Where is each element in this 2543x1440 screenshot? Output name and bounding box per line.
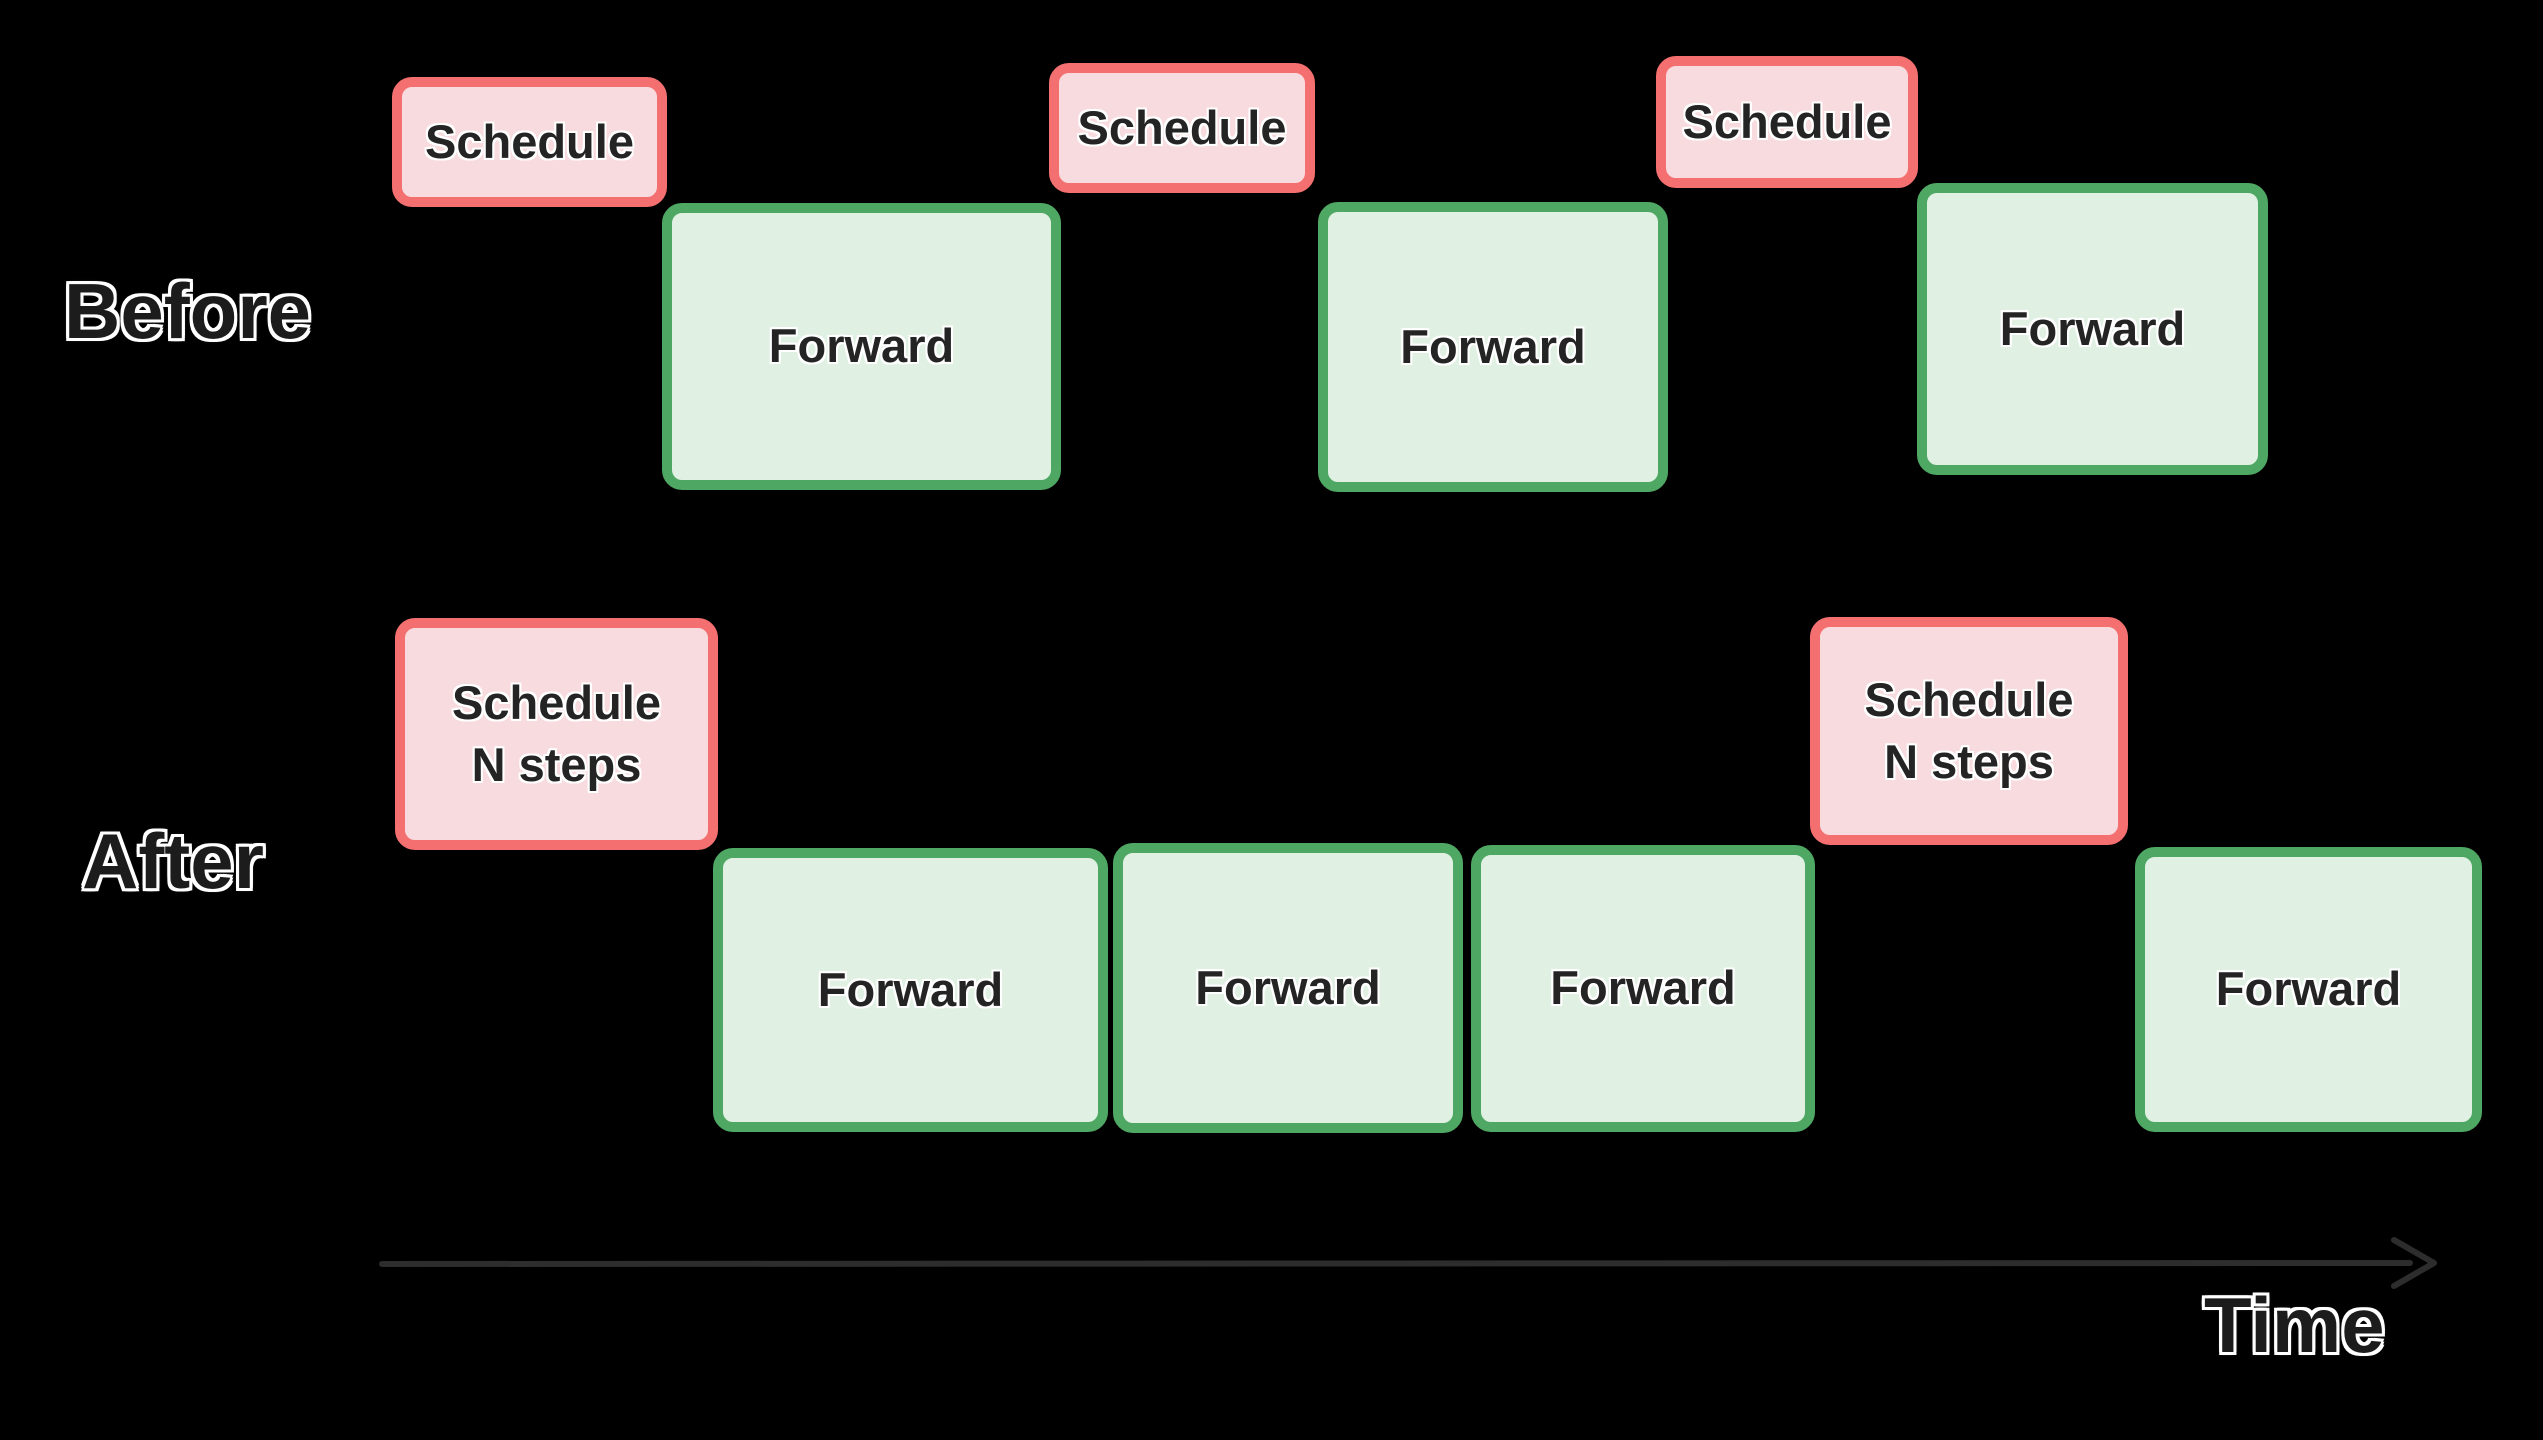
- schedule-box-label: Schedule: [1077, 100, 1287, 154]
- before-row-label: Before: [64, 267, 312, 355]
- forward-box: Forward: [1471, 845, 1815, 1132]
- time-axis-line: [379, 1260, 2413, 1267]
- forward-box: Forward: [713, 848, 1108, 1132]
- schedule-n-steps-box: Schedule N steps: [1810, 617, 2128, 845]
- schedule-n-steps-line2: N steps: [471, 738, 642, 791]
- after-row-label: After: [82, 817, 265, 905]
- forward-box-label: Forward: [1999, 301, 2186, 355]
- forward-box-label: Forward: [1195, 960, 1381, 1014]
- forward-box: Forward: [1318, 202, 1668, 492]
- forward-box-label: Forward: [1400, 319, 1586, 373]
- schedule-n-steps-box: Schedule N steps: [395, 618, 718, 850]
- schedule-box-label: Schedule: [425, 114, 634, 168]
- forward-box-label: Forward: [817, 962, 1004, 1016]
- schedule-box: Schedule: [1656, 56, 1918, 188]
- schedule-box: Schedule: [1049, 63, 1315, 193]
- forward-box-label: Forward: [768, 319, 955, 373]
- time-axis-arrowhead-icon: [2391, 1237, 2437, 1289]
- forward-box: Forward: [662, 203, 1061, 490]
- schedule-n-steps-line1: Schedule: [452, 675, 661, 729]
- forward-box: Forward: [1113, 843, 1463, 1133]
- schedule-n-steps-line1: Schedule: [1864, 672, 2074, 726]
- schedule-box: Schedule: [392, 77, 667, 207]
- forward-box-label: Forward: [1550, 961, 1736, 1015]
- forward-box: Forward: [2135, 847, 2482, 1132]
- schedule-box-label: Schedule: [1682, 94, 1892, 148]
- forward-box: Forward: [1917, 183, 2268, 475]
- forward-box-label: Forward: [2215, 962, 2402, 1016]
- schedule-n-steps-line2: N steps: [1884, 735, 2054, 788]
- time-label: Time: [2204, 1281, 2385, 1369]
